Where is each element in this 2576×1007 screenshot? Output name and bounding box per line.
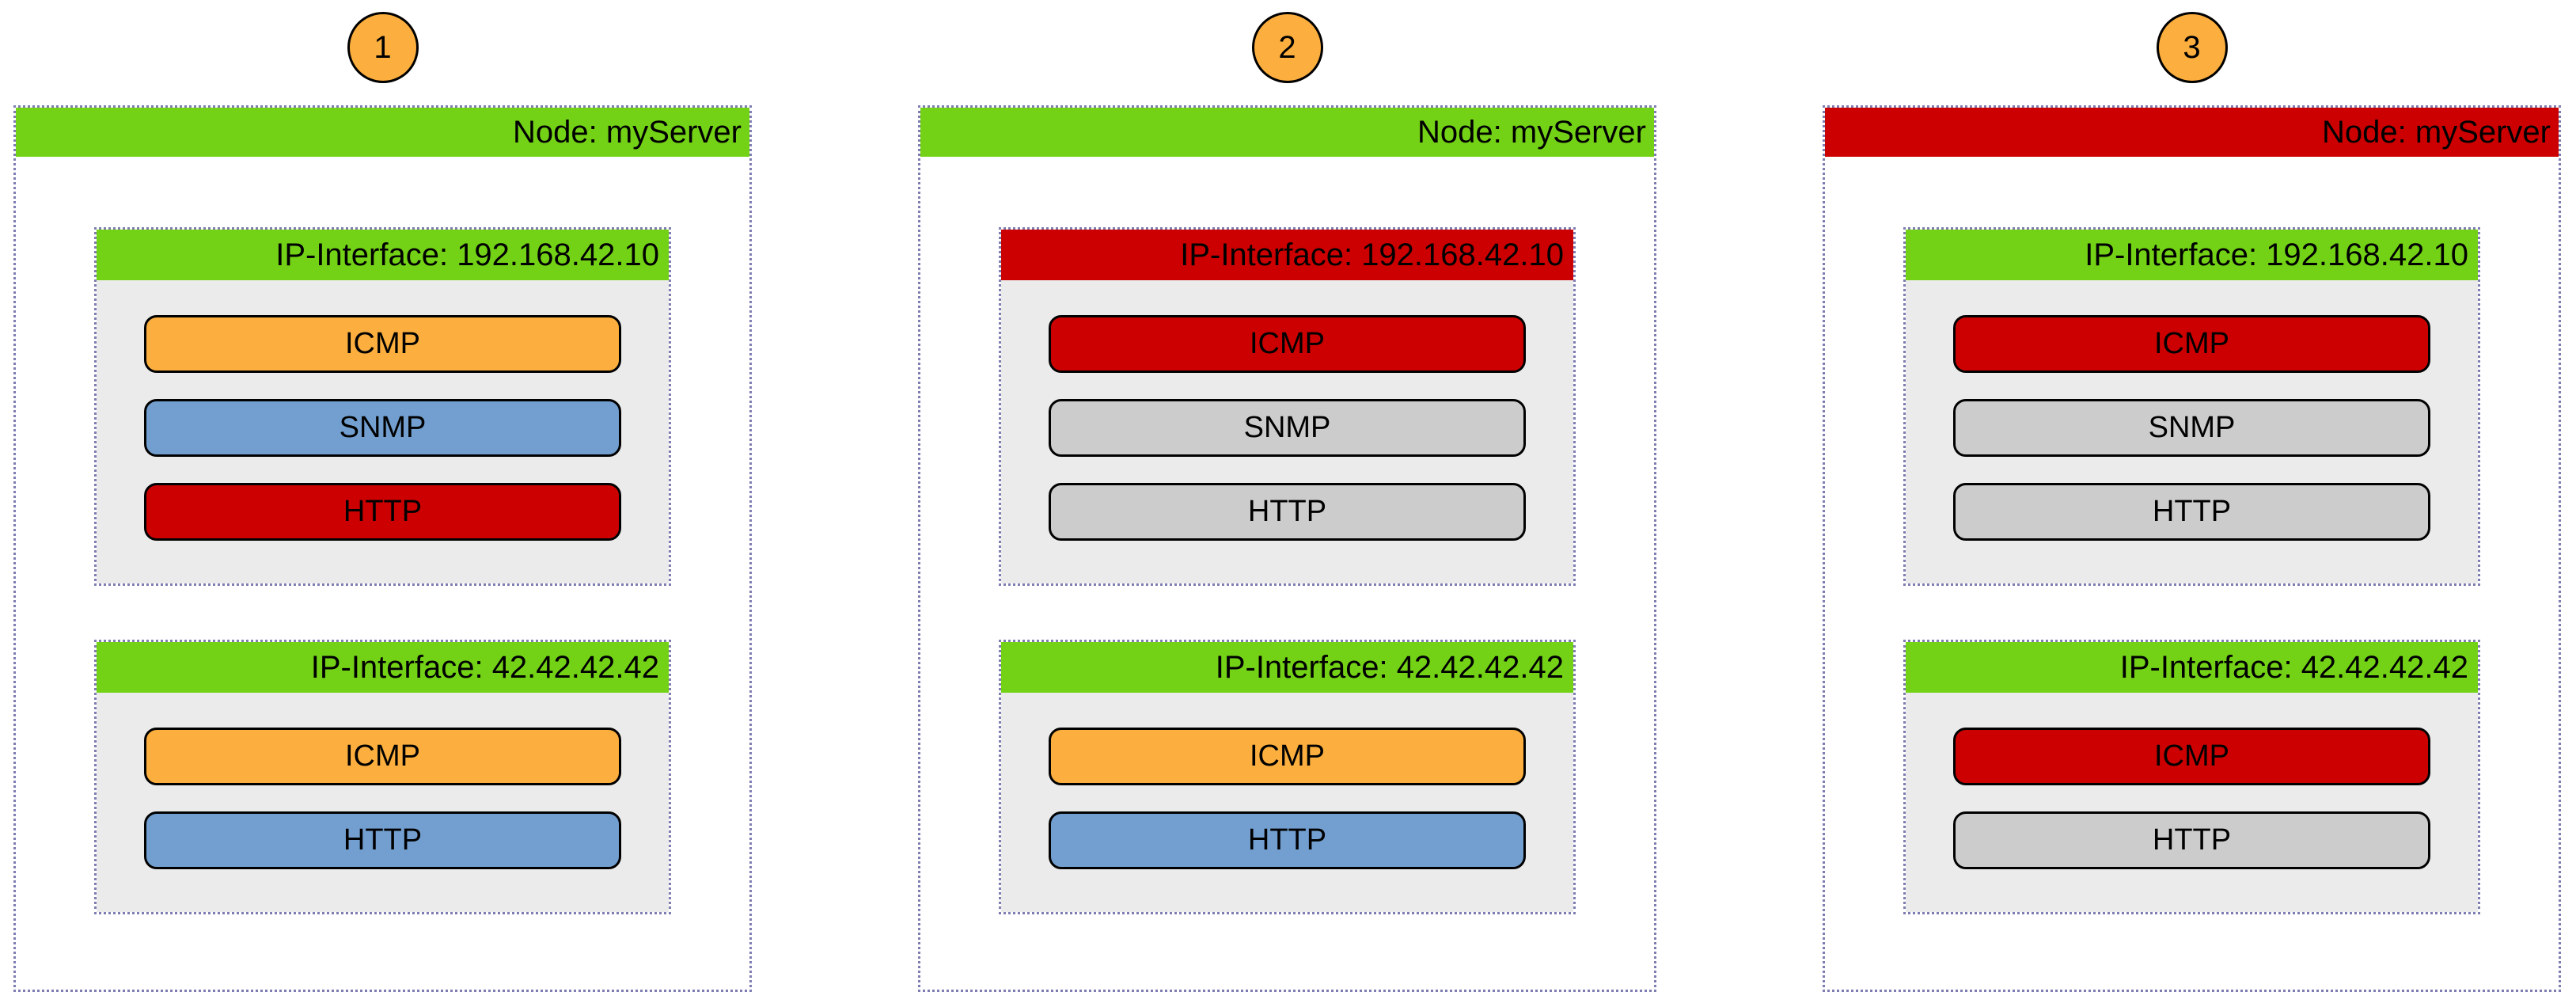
protocol-box-snmp: SNMP — [1049, 399, 1526, 457]
protocol-box-icmp: ICMP — [1049, 315, 1526, 373]
step-badge-label: 1 — [374, 29, 392, 65]
interface-header: IP-Interface: 42.42.42.42 — [97, 642, 669, 693]
protocol-box-http: HTTP — [1049, 483, 1526, 541]
node-header: Node: myServer — [920, 108, 1654, 157]
interface-header: IP-Interface: 42.42.42.42 — [1001, 642, 1573, 693]
protocol-box-icmp: ICMP — [1953, 728, 2430, 785]
interface-body: ICMP SNMP HTTP — [97, 280, 669, 583]
step-badge-1: 1 — [347, 12, 419, 83]
protocol-box-http: HTTP — [1049, 811, 1526, 869]
protocol-box-http: HTTP — [144, 483, 621, 541]
interface-header: IP-Interface: 192.168.42.10 — [1906, 230, 2478, 280]
protocol-box-icmp: ICMP — [144, 728, 621, 785]
protocol-box-http: HTTP — [1953, 483, 2430, 541]
protocol-box-icmp: ICMP — [144, 315, 621, 373]
protocol-box-http: HTTP — [144, 811, 621, 869]
step-badge-label: 3 — [2183, 29, 2201, 65]
step-badge-2: 2 — [1251, 12, 1323, 83]
interface-body: ICMP HTTP — [1001, 693, 1573, 912]
interface-body: ICMP HTTP — [97, 693, 669, 912]
step-badge-3: 3 — [2156, 12, 2228, 83]
protocol-box-http: HTTP — [1953, 811, 2430, 869]
protocol-box-snmp: SNMP — [1953, 399, 2430, 457]
interface-header: IP-Interface: 42.42.42.42 — [1906, 642, 2478, 693]
protocol-box-icmp: ICMP — [1953, 315, 2430, 373]
interface-header: IP-Interface: 192.168.42.10 — [97, 230, 669, 280]
interface-header: IP-Interface: 192.168.42.10 — [1001, 230, 1573, 280]
node-header: Node: myServer — [16, 108, 749, 157]
interface-body: ICMP HTTP — [1906, 693, 2478, 912]
protocol-box-snmp: SNMP — [144, 399, 621, 457]
interface-body: ICMP SNMP HTTP — [1001, 280, 1573, 583]
step-badge-label: 2 — [1278, 29, 1296, 65]
protocol-box-icmp: ICMP — [1049, 728, 1526, 785]
interface-body: ICMP SNMP HTTP — [1906, 280, 2478, 583]
node-header: Node: myServer — [1825, 108, 2559, 157]
